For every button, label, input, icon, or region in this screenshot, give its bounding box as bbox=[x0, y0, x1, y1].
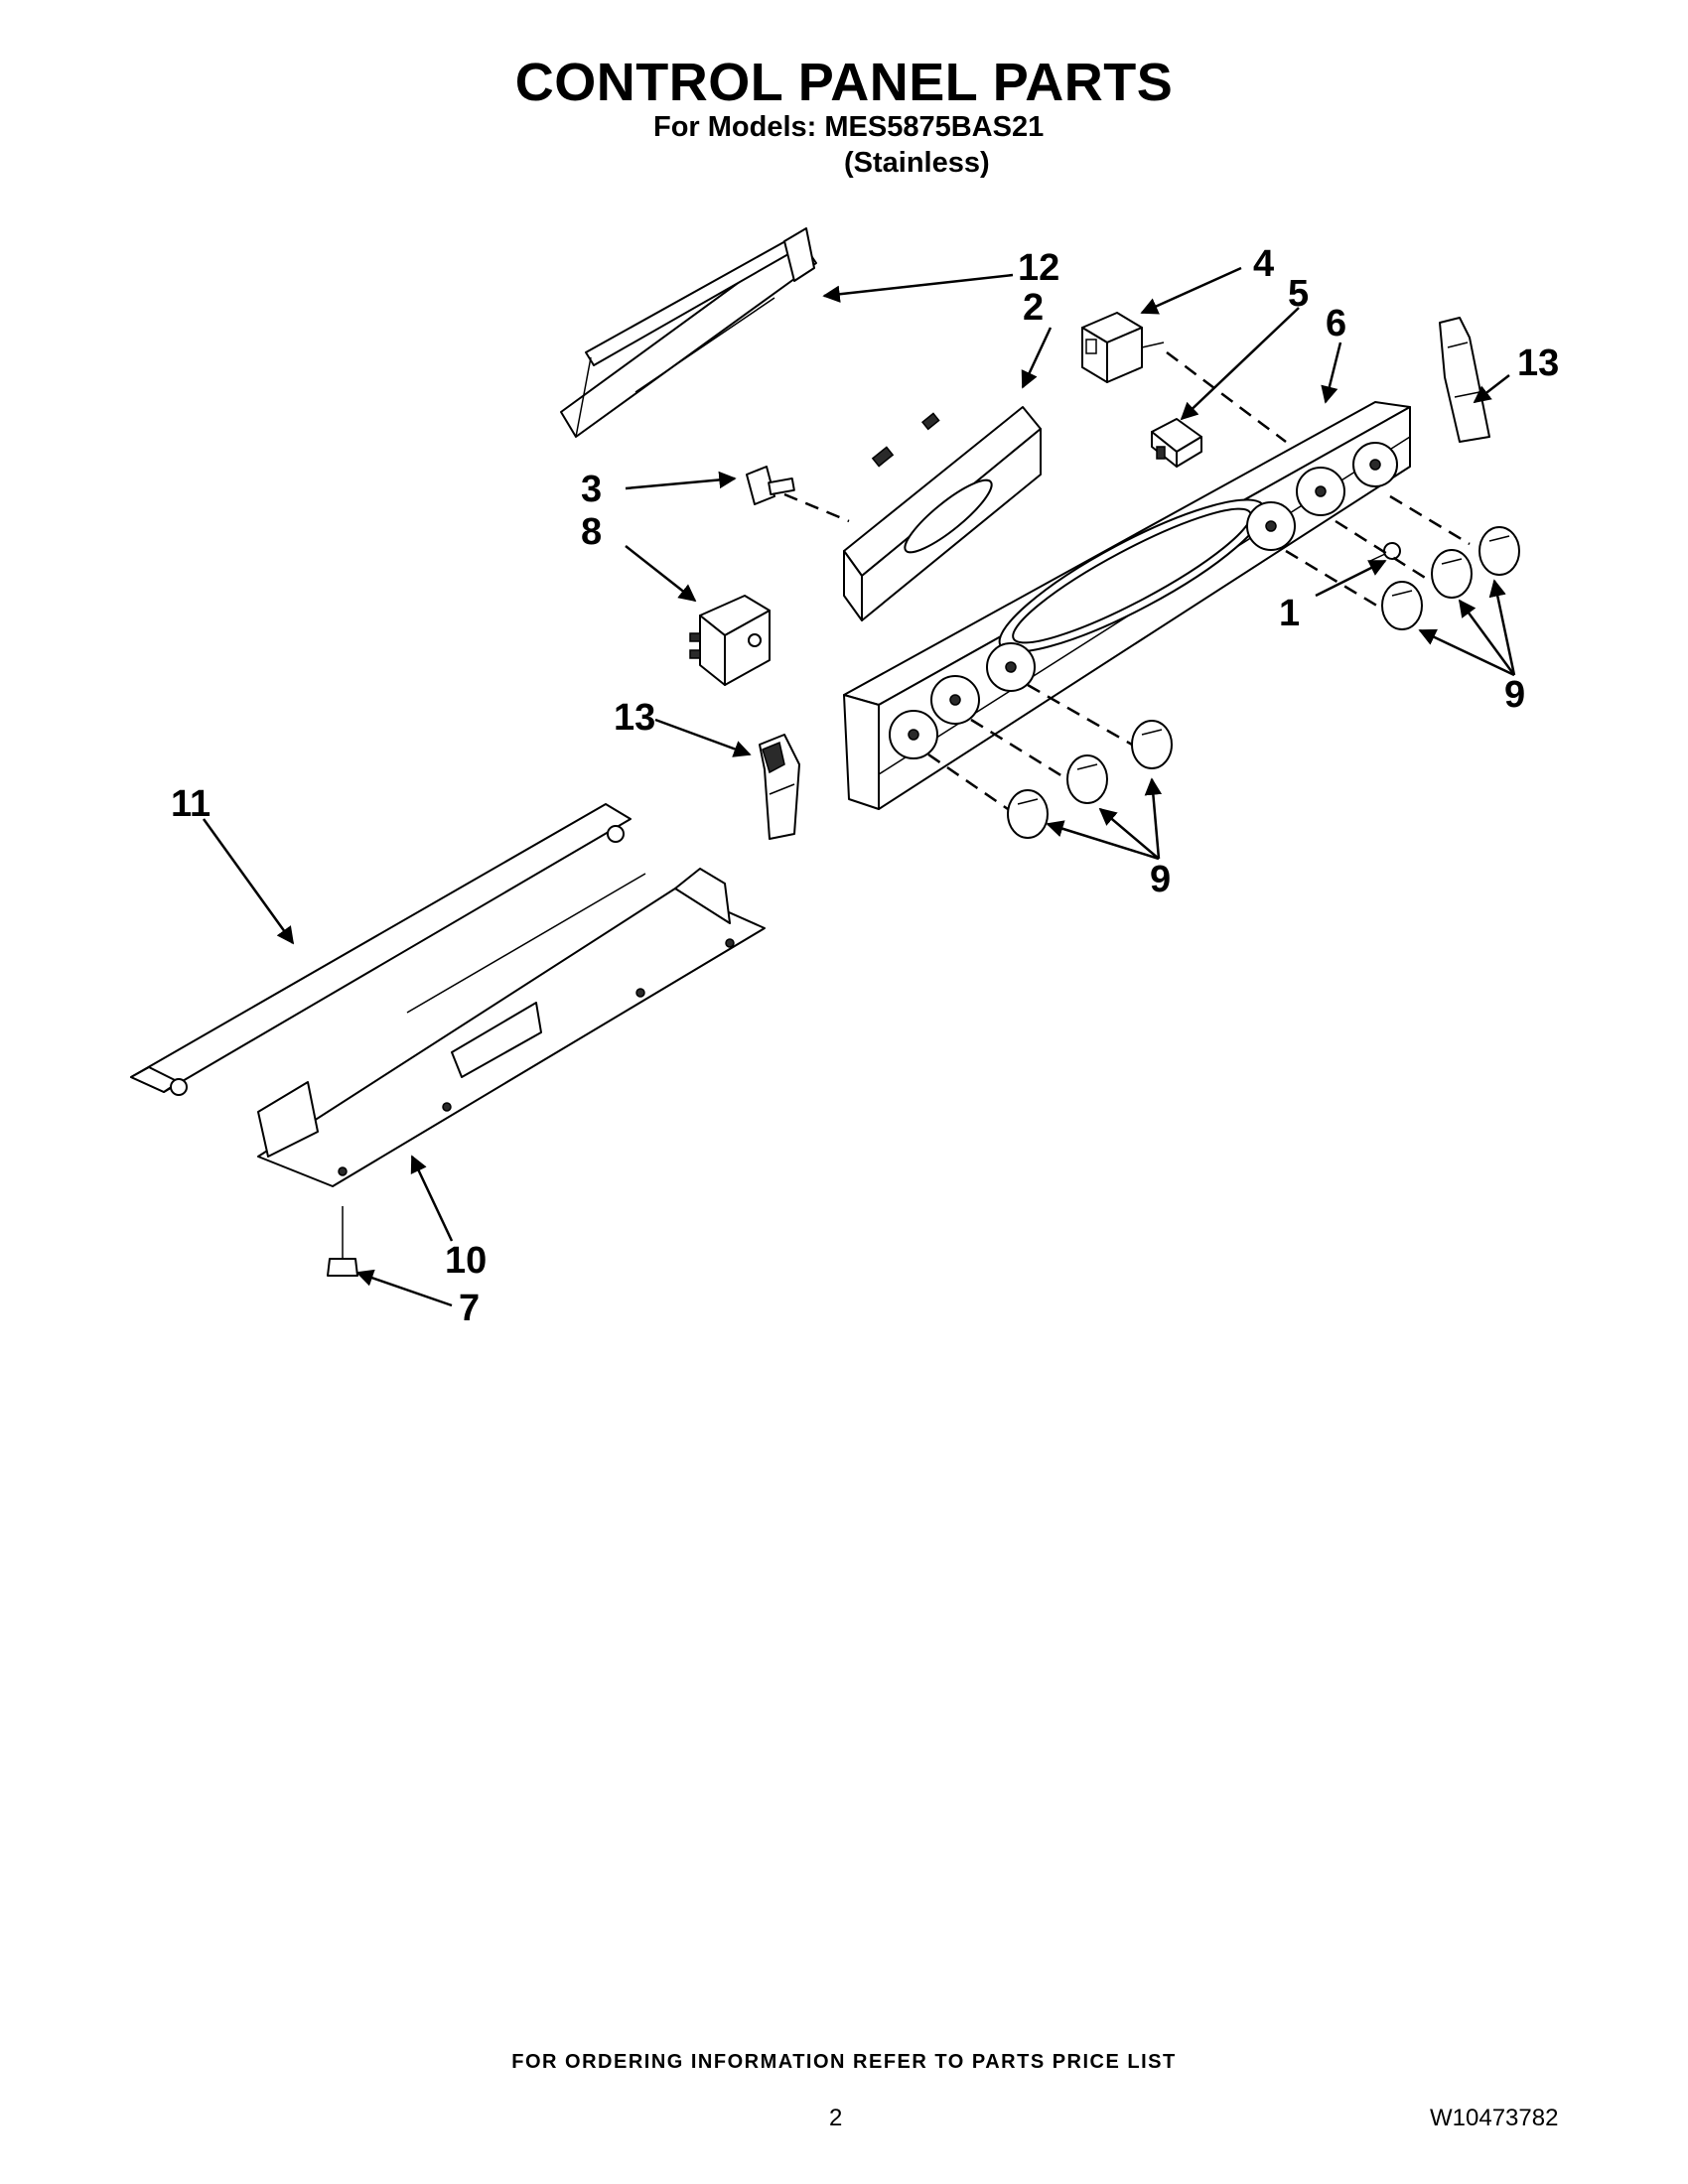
models-line: For Models: MES5875BAS21 bbox=[653, 111, 1045, 143]
callout-3: 3 bbox=[581, 469, 602, 510]
callout-12: 12 bbox=[1018, 247, 1059, 289]
page-title: CONTROL PANEL PARTS bbox=[514, 53, 1174, 112]
part-2-control-board bbox=[843, 406, 1042, 621]
ordering-note: FOR ORDERING INFORMATION REFER TO PARTS … bbox=[511, 2051, 1177, 2073]
leader-lines bbox=[202, 266, 1516, 1307]
part-6-console-panel bbox=[843, 401, 1411, 810]
callout-5: 5 bbox=[1288, 273, 1309, 315]
part-3-screw bbox=[746, 466, 795, 505]
callout-7: 7 bbox=[459, 1288, 480, 1329]
part-9-knobs-upper bbox=[1381, 526, 1520, 630]
callout-9-upper: 9 bbox=[1504, 674, 1525, 716]
part-9-knobs-lower bbox=[1007, 720, 1173, 839]
part-13-end-cap-left bbox=[759, 734, 800, 840]
part-8-relay bbox=[689, 595, 771, 686]
callout-13-right: 13 bbox=[1517, 342, 1559, 384]
callout-13-left: 13 bbox=[614, 697, 655, 739]
callout-10: 10 bbox=[445, 1240, 487, 1282]
part-13-end-cap-right bbox=[1439, 317, 1490, 443]
callout-11: 11 bbox=[171, 783, 211, 825]
callout-9-lower: 9 bbox=[1150, 859, 1171, 900]
part-7-screw bbox=[327, 1206, 358, 1277]
page-number: 2 bbox=[829, 2105, 843, 2131]
part-5-infinite-switch bbox=[1151, 418, 1202, 468]
part-11-trim-strip bbox=[130, 803, 632, 1096]
part-4-switch bbox=[1081, 312, 1165, 383]
document-number: W10473782 bbox=[1430, 2105, 1559, 2131]
callout-labels: 1 2 3 4 5 6 7 8 9 9 10 11 12 13 13 bbox=[171, 243, 1559, 1329]
part-10-base-panel bbox=[257, 868, 766, 1187]
callout-1: 1 bbox=[1279, 593, 1300, 634]
callout-6: 6 bbox=[1326, 303, 1346, 344]
callout-4: 4 bbox=[1253, 243, 1274, 285]
callout-2: 2 bbox=[1023, 287, 1044, 329]
part-12-bracket bbox=[560, 227, 817, 438]
finish-label: (Stainless) bbox=[844, 147, 990, 179]
callout-8: 8 bbox=[581, 511, 602, 553]
alignment-lines bbox=[783, 351, 1471, 811]
